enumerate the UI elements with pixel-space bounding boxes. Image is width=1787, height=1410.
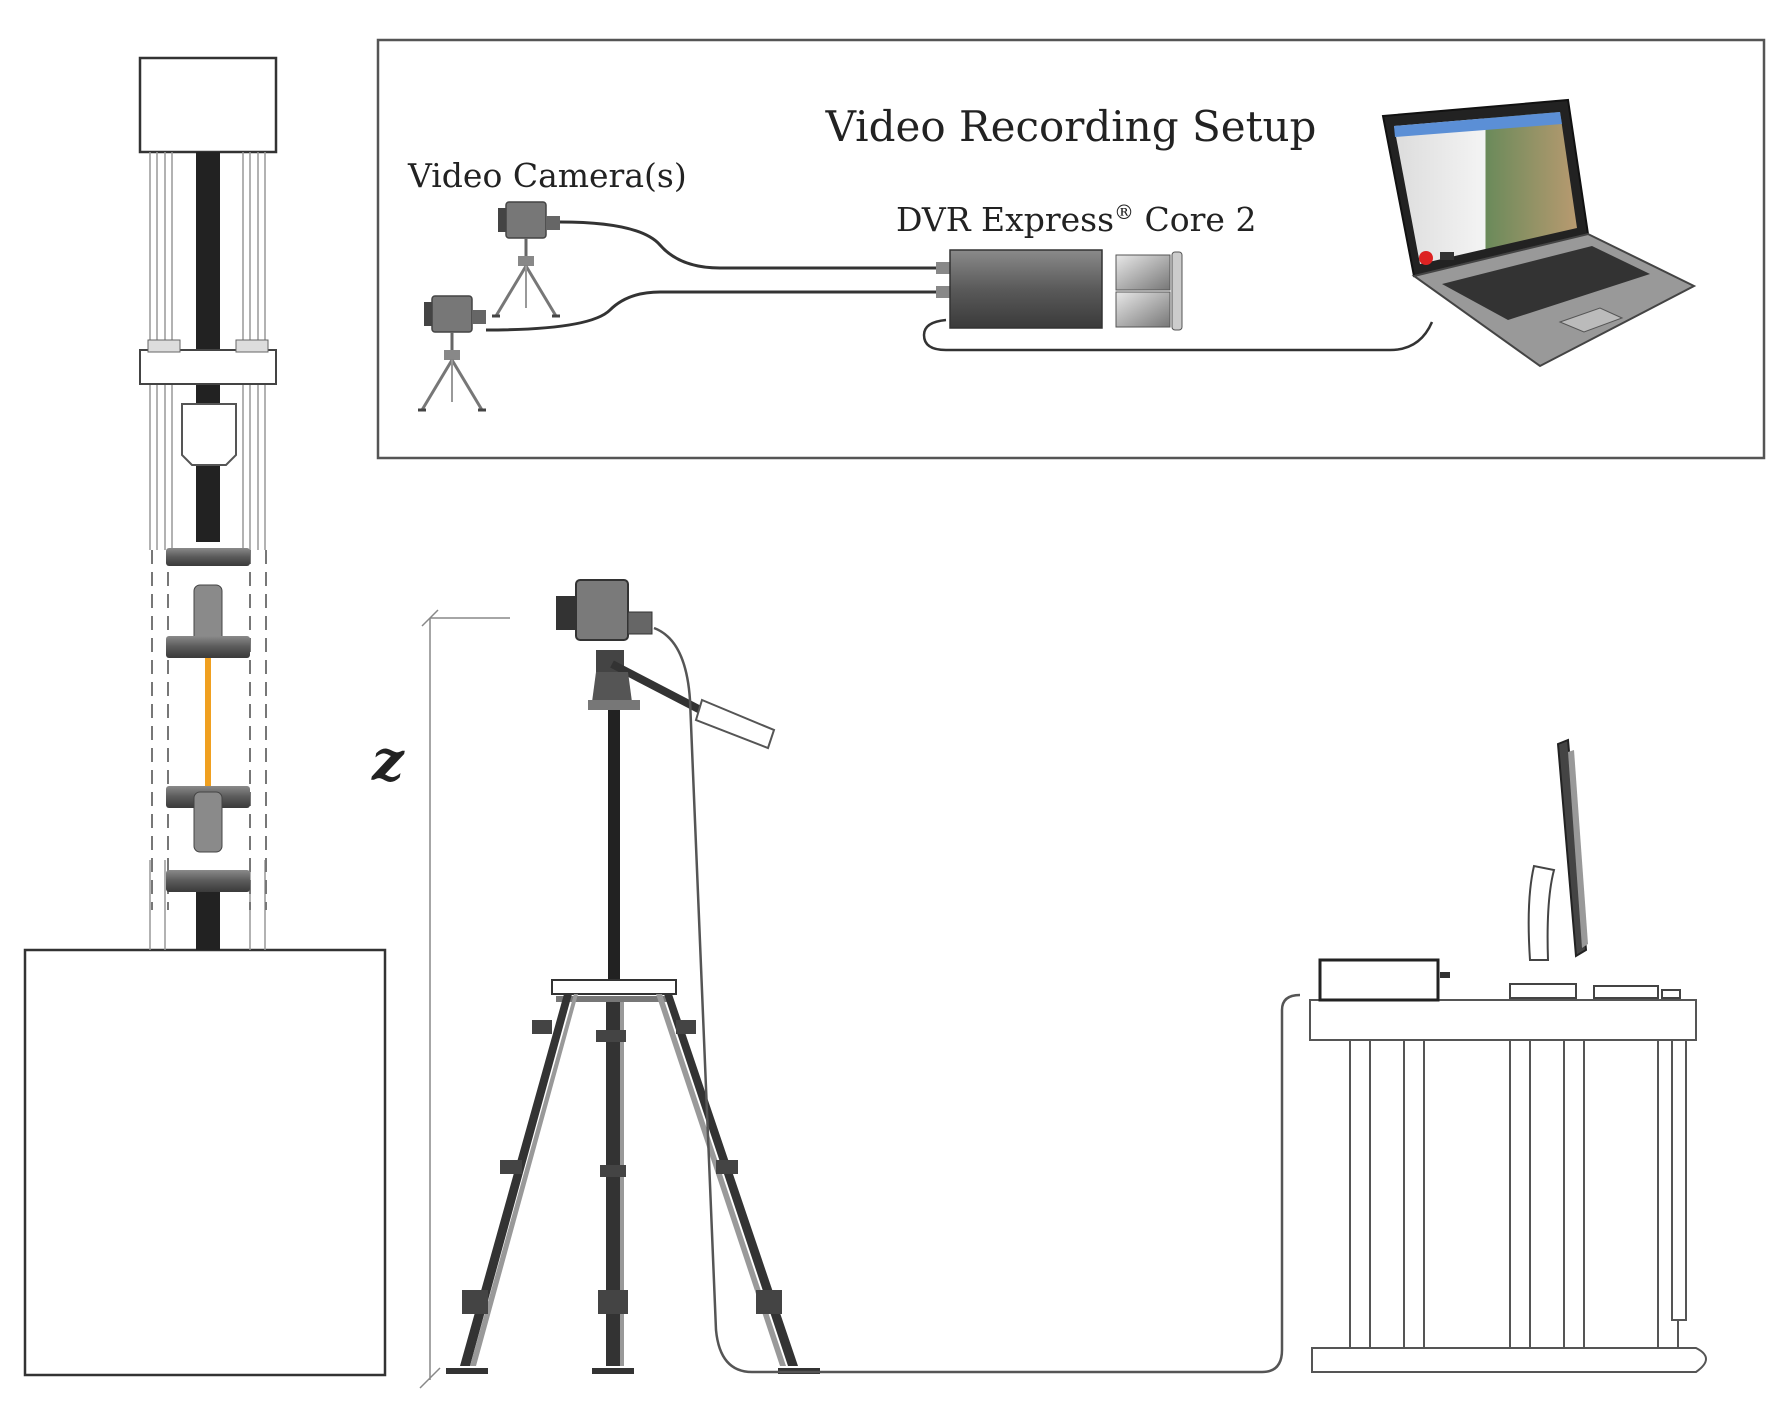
specimen xyxy=(205,658,211,786)
camera-1-cable xyxy=(559,220,936,270)
lower-clamp xyxy=(166,870,250,892)
video-camera-label: Video Camera(s) xyxy=(408,156,687,195)
dvr-recorder-icon xyxy=(936,249,1183,331)
dvr-label: DVR Express® Core 2 xyxy=(896,200,1256,239)
desk xyxy=(1309,999,1707,1373)
tripod-icon xyxy=(446,579,820,1374)
dvr-label-tail: Core 2 xyxy=(1134,200,1257,239)
dvr-label-mark: ® xyxy=(1114,200,1135,224)
inset-title: Video Recording Setup xyxy=(825,102,1317,151)
dvr-laptop-cable xyxy=(922,318,1434,352)
video-recording-setup-inset: Video Recording Setup xyxy=(378,40,1764,458)
test-frame-icon xyxy=(23,56,387,1377)
dvr-box xyxy=(1318,958,1440,1002)
frame-base-block xyxy=(23,948,387,1377)
desktop-monitor-icon xyxy=(1509,738,1681,999)
z-axis xyxy=(419,609,510,1389)
camera-cable xyxy=(653,626,1301,1374)
upper-clamp xyxy=(166,548,250,566)
dvr-label-main: DVR Express xyxy=(896,200,1115,239)
crosshead xyxy=(139,349,277,385)
z-axis-label: z xyxy=(372,728,404,794)
frame-top-block xyxy=(138,56,278,154)
threaded-rod-upper xyxy=(196,152,220,542)
camera-2-cable xyxy=(485,290,936,332)
laptop-icon xyxy=(1381,98,1697,368)
video-camera-icon xyxy=(556,579,653,672)
